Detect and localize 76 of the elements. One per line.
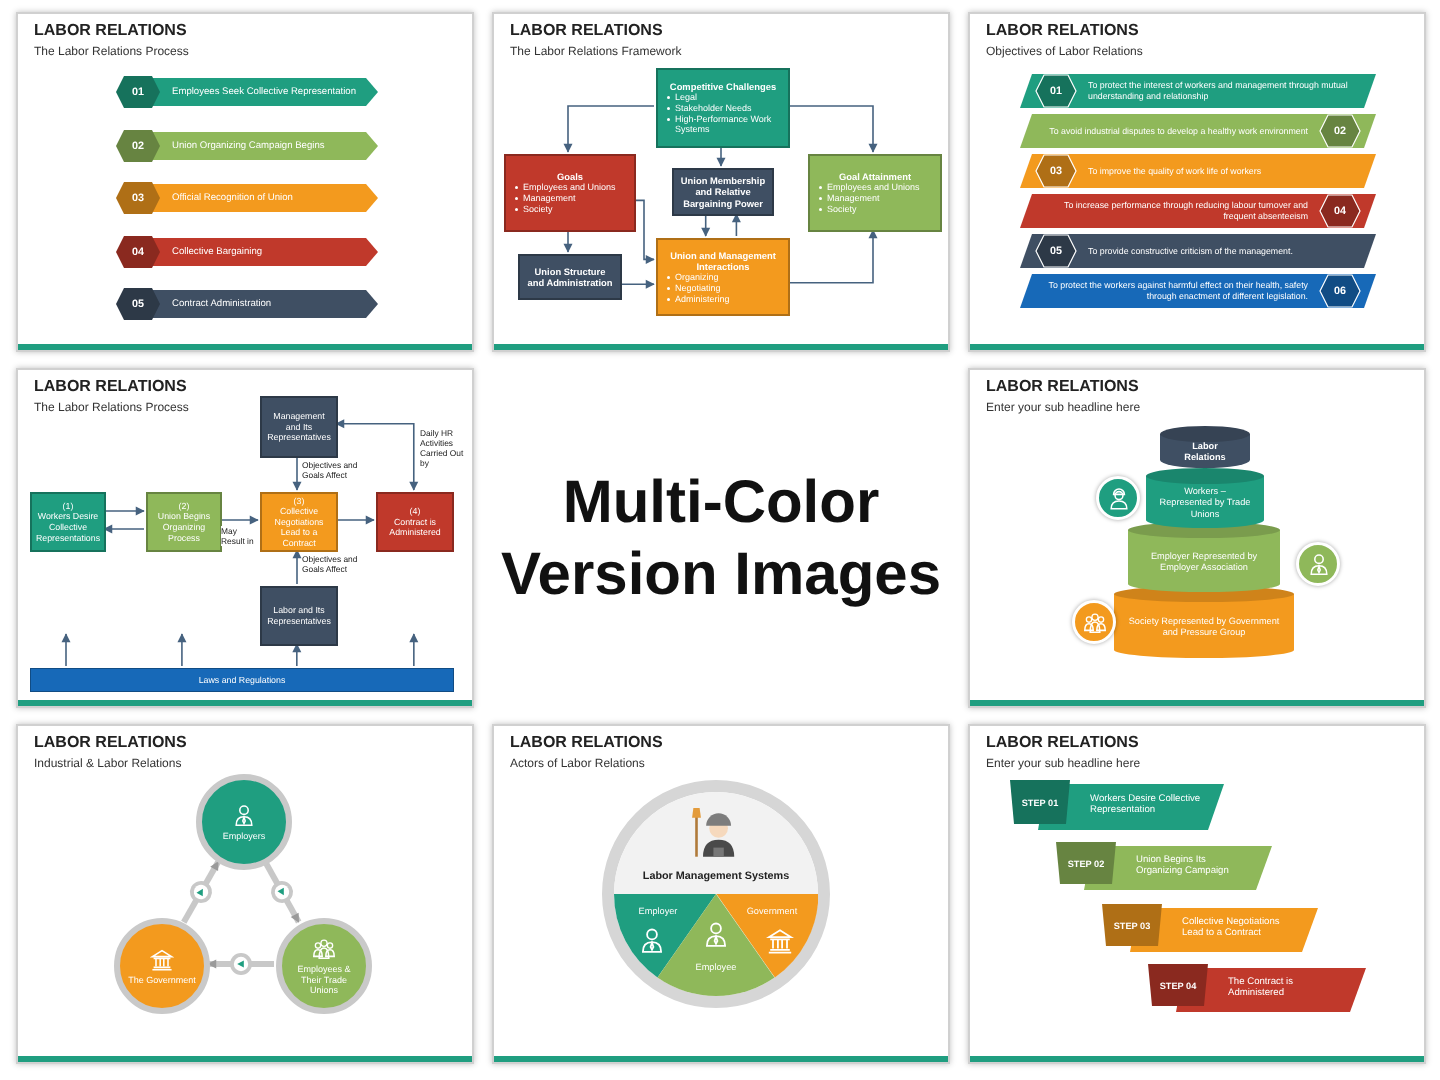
process-box [518, 254, 622, 300]
arrow [633, 199, 655, 264]
arrow [208, 953, 274, 975]
step-ribbon [1010, 778, 1224, 830]
process-box [672, 168, 774, 216]
arrow [787, 105, 878, 153]
process-box [504, 154, 636, 232]
cylinder-tier [1146, 468, 1264, 528]
step-ribbon [1148, 962, 1366, 1012]
slide-card [492, 12, 950, 352]
slide-card [16, 724, 474, 1064]
slide-title: LABOR RELATIONS [34, 734, 187, 752]
arrow-banner [116, 76, 378, 108]
arrow-banner [1020, 114, 1376, 148]
arrow [701, 213, 711, 237]
arrow [292, 643, 302, 667]
arrow-banner [116, 236, 378, 268]
arrow [177, 633, 187, 667]
process-box [376, 492, 454, 552]
slide-card [16, 368, 474, 708]
process-box [808, 154, 942, 232]
arrow [262, 860, 302, 924]
headline-text: Multi-Color Version Images [498, 466, 944, 611]
arrow [219, 515, 259, 525]
arrow [292, 455, 302, 491]
arrow-banner [1020, 274, 1376, 308]
slide-title: LABOR RELATIONS [34, 378, 187, 396]
arrow [335, 515, 375, 525]
slide-title: LABOR RELATIONS [986, 378, 1139, 396]
step-ribbon [1102, 902, 1318, 952]
arrow-banner [1020, 234, 1376, 268]
process-box [260, 396, 338, 458]
base-bar [30, 668, 454, 692]
slide-card [968, 724, 1426, 1064]
cylinder-tier [1128, 522, 1280, 592]
slide-card [968, 368, 1426, 708]
arrow-banner [116, 288, 378, 320]
slide-title: LABOR RELATIONS [510, 22, 663, 40]
semicircle-panel [614, 792, 818, 894]
slide-title: LABOR RELATIONS [34, 22, 187, 40]
arrow-banner [116, 182, 378, 214]
slide-title: LABOR RELATIONS [986, 22, 1139, 40]
arrow-banner [1020, 194, 1376, 228]
slide-title: LABOR RELATIONS [510, 734, 663, 752]
slide-title: LABOR RELATIONS [986, 734, 1139, 752]
arrow [181, 860, 221, 924]
slide-card [492, 724, 950, 1064]
process-box [146, 492, 222, 552]
arrow-banner [1020, 74, 1376, 108]
arrow [292, 549, 302, 585]
circle-node [114, 918, 210, 1014]
arrow [563, 229, 573, 253]
arrow [716, 145, 726, 167]
arrow [335, 419, 419, 491]
slide-card [968, 12, 1426, 352]
process-box [260, 492, 338, 552]
arrow [103, 524, 145, 534]
cylinder-tier [1114, 586, 1294, 658]
arrow [787, 229, 878, 284]
process-box [656, 238, 790, 316]
cylinder-tier [1160, 426, 1250, 468]
process-box [656, 68, 790, 148]
arrow-banner [116, 130, 378, 162]
arrow [563, 105, 655, 153]
step-ribbon [1056, 840, 1272, 890]
arrow [731, 213, 741, 237]
slide-card [16, 12, 474, 352]
arrow [103, 506, 145, 516]
process-box [260, 586, 338, 646]
arrow-banner [1020, 154, 1376, 188]
circle-node [276, 918, 372, 1014]
circle-node [196, 774, 292, 870]
arrow [61, 633, 71, 667]
process-box [30, 492, 106, 552]
arrow [409, 633, 419, 667]
arrow [619, 279, 655, 289]
